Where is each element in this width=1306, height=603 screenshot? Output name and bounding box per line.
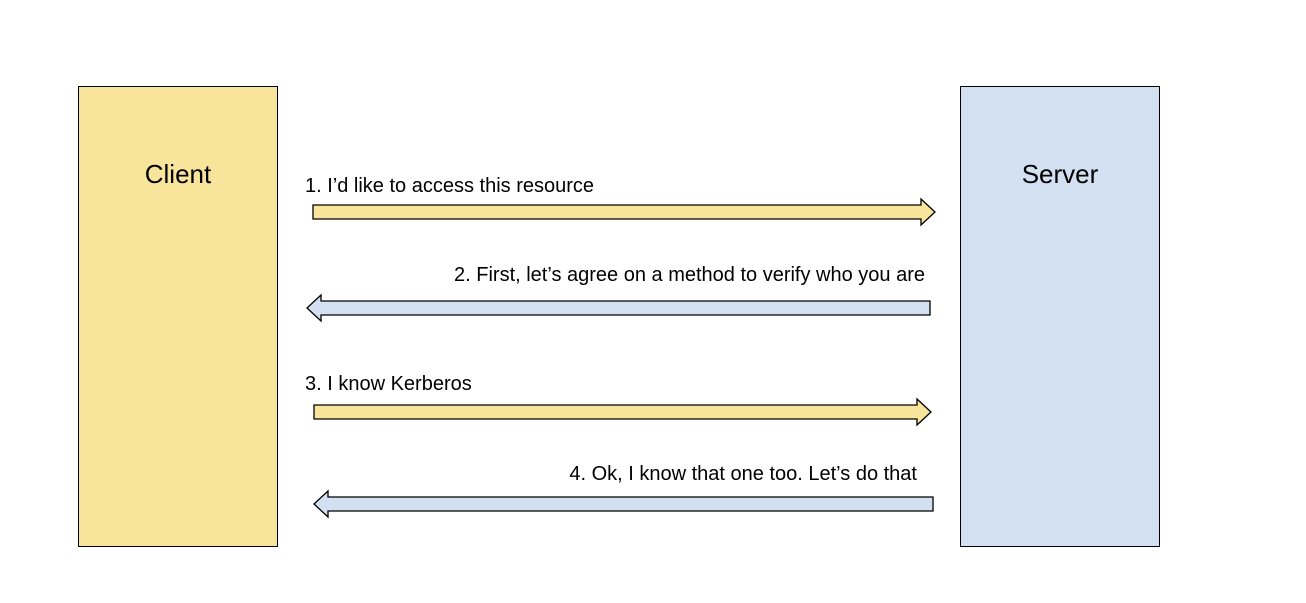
message-1-arrow <box>312 197 936 227</box>
message-2-label: 2. First, let’s agree on a method to ver… <box>454 264 925 286</box>
message-4-arrow <box>313 489 934 519</box>
client-box: Client <box>78 86 278 547</box>
message-2-arrow <box>306 293 931 323</box>
message-3-label: 3. I know Kerberos <box>305 373 472 395</box>
message-3-arrow <box>313 397 932 427</box>
message-4-label: 4. Ok, I know that one too. Let’s do tha… <box>569 463 917 485</box>
server-label: Server <box>1021 159 1099 189</box>
server-box: Server <box>960 86 1160 547</box>
client-label: Client <box>144 159 212 189</box>
message-1-label: 1. I’d like to access this resource <box>305 175 595 197</box>
